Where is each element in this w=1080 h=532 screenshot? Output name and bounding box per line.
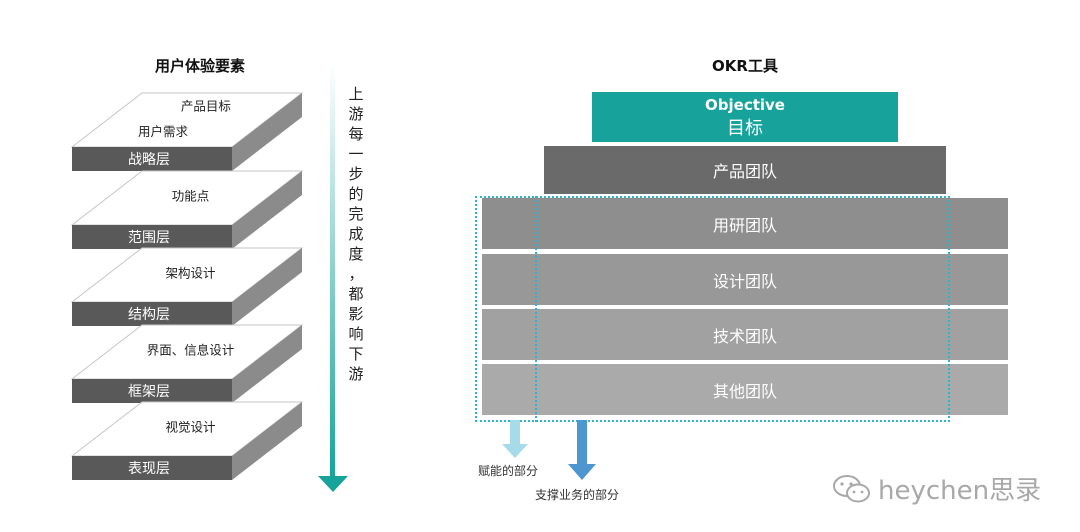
vertical-note-char: 游 [348, 105, 364, 123]
layer-side-face [232, 402, 302, 480]
right-diagram-title: OKR工具 [712, 57, 778, 75]
vertical-note-char: 影 [348, 305, 364, 323]
vertical-note: 上游每一步的完成度，都影响下游 [346, 84, 366, 384]
layer-name: 框架层 [128, 384, 170, 400]
layer-name: 战略层 [128, 152, 170, 168]
vertical-note-char: 上 [348, 85, 364, 103]
layer-item: 功能点 [172, 188, 210, 203]
team-bar-tech: 技术团队 [482, 309, 1008, 360]
support-dashed-box [535, 196, 950, 422]
vertical-note-char: 一 [348, 145, 364, 163]
vertical-note-char: 响 [348, 325, 364, 343]
vertical-note-char: 成 [348, 225, 364, 243]
downstream-arrow [318, 64, 348, 492]
team-bar-other: 其他团队 [482, 364, 1008, 415]
team-bar-design: 设计团队 [482, 254, 1008, 305]
layer-front-face [72, 302, 232, 326]
layer-item: 用户需求 [138, 124, 189, 139]
layer-item: 产品目标 [181, 98, 231, 113]
layer-slab: 结构层 架构设计 [70, 247, 304, 326]
vertical-note-char: 度 [348, 245, 364, 263]
layer-name: 范围层 [128, 229, 170, 246]
layer-front-face [72, 147, 232, 171]
layer-item: 视觉设计 [165, 419, 215, 434]
support-arrow [568, 420, 596, 480]
layer-slab: 框架层 界面、信息设计 [70, 324, 304, 403]
vertical-note-char: 步 [348, 165, 364, 183]
layer-front-face [72, 379, 232, 403]
support-label: 支撑业务的部分 [535, 488, 620, 502]
enable-label: 赋能的部分 [478, 464, 539, 478]
layer-side-face [232, 171, 302, 249]
left-diagram-title: 用户体验要素 [154, 57, 245, 75]
wechat-icon [833, 474, 870, 502]
layer-name: 表现层 [128, 461, 170, 477]
vertical-note-char: 每 [348, 125, 364, 143]
team-bar-product: 产品团队 [544, 146, 946, 194]
objective-en: Objective [705, 96, 785, 114]
layer-item: 架构设计 [165, 265, 215, 280]
layer-front-face [72, 456, 232, 480]
layer-side-face [232, 248, 302, 326]
layer-side-face [232, 93, 302, 171]
vertical-note-char: 都 [348, 285, 364, 303]
watermark-text: heychen思录 [878, 476, 1042, 506]
layer-item: 界面、信息设计 [147, 342, 235, 357]
layer-slab: 表现层 视觉设计 [70, 401, 304, 480]
layer-front-face [72, 225, 232, 249]
vertical-note-char: 的 [348, 185, 364, 203]
watermark: heychen思录 [832, 470, 1041, 507]
vertical-note-char: 完 [348, 205, 364, 223]
objective-block: Objective 目标 [592, 92, 898, 142]
team-bar-research: 用研团队 [482, 198, 1008, 249]
enable-arrow [502, 420, 528, 458]
vertical-note-char: 下 [348, 345, 364, 363]
vertical-note-char: 游 [348, 365, 364, 383]
layer-slab: 范围层 功能点 [70, 170, 304, 249]
vertical-note-char: ， [348, 265, 364, 283]
layer-side-face [232, 325, 302, 403]
objective-zh: 目标 [727, 118, 763, 139]
layer-name: 结构层 [128, 307, 170, 323]
